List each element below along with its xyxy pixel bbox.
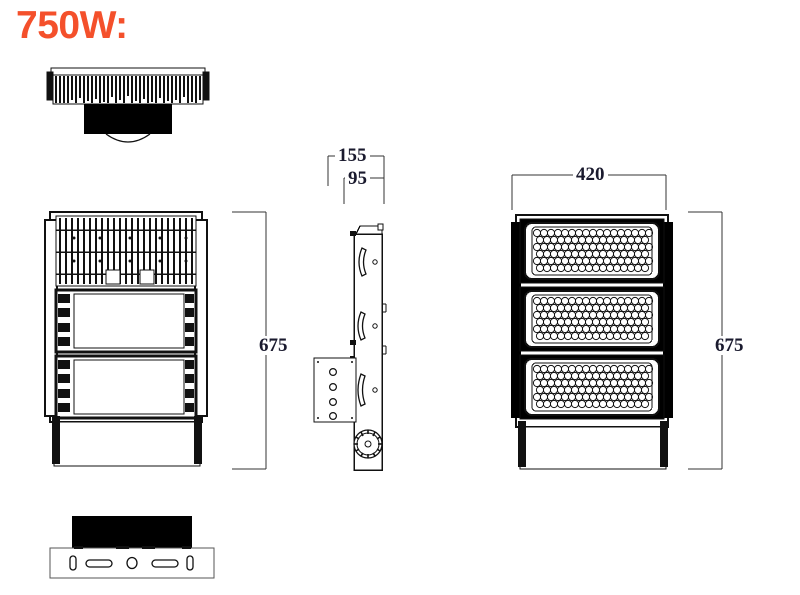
top-view [46, 64, 210, 150]
bracket-hole [329, 412, 338, 421]
rear-view [44, 208, 216, 480]
dimension-label-width-front: 420 [573, 165, 608, 184]
side-view [312, 222, 392, 474]
bracket-slot [69, 555, 77, 571]
lens-array [532, 228, 654, 273]
bracket-hole [329, 383, 338, 392]
bracket-hole [329, 398, 338, 407]
bracket-center-hole [126, 556, 138, 570]
bottom-view [44, 512, 220, 590]
adjustment-knob [353, 429, 383, 459]
dimension-label-depth-total: 155 [335, 146, 370, 165]
lens-array [532, 296, 654, 341]
dimension-label-height-rear: 675 [256, 336, 291, 355]
bracket-slot [186, 555, 194, 571]
bracket-hole [329, 368, 338, 377]
front-view [510, 212, 680, 474]
bracket-slot [85, 559, 113, 568]
page-title: 750W: [16, 4, 128, 47]
dimension-label-depth-body: 95 [345, 169, 370, 188]
lens-array [532, 364, 654, 409]
bracket-slot [151, 559, 179, 568]
dimension-label-height-front: 675 [712, 336, 747, 355]
